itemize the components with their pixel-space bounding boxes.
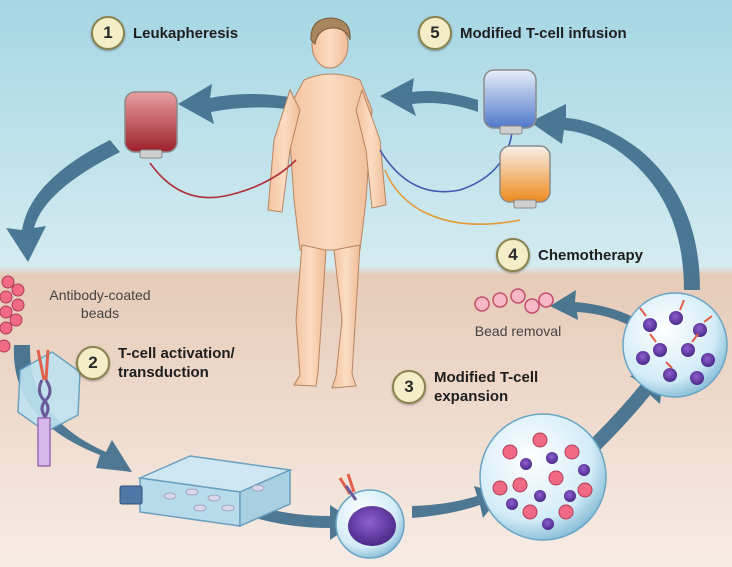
step-number-badge: 4 [496, 238, 530, 272]
patient-figure [267, 17, 387, 389]
expansion-sphere [479, 413, 607, 541]
arrow-bags-to-patient [380, 78, 478, 116]
step-number-badge: 5 [418, 16, 452, 50]
patient-torso [287, 73, 373, 251]
step-label: Leukapheresis [133, 24, 239, 42]
step-label: Modified T-cell expansion [434, 369, 539, 405]
step-number-badge: 1 [91, 16, 125, 50]
arrow-cell-to-sphere [412, 486, 502, 518]
arrow-bead-removal [550, 290, 635, 326]
patient-hair [310, 17, 351, 46]
chemotherapy-bag [499, 145, 551, 209]
step-label: Modified T-cell infusion [460, 24, 627, 42]
blood-line [149, 159, 297, 199]
step-chemotherapy: 4 Chemotherapy [496, 238, 643, 272]
arrow-patient-to-bag [178, 84, 295, 124]
arrow-bag-to-beads [6, 140, 120, 262]
patient-right-arm [355, 88, 387, 209]
antibody-beads-cluster [0, 275, 25, 353]
step-label: Chemotherapy [538, 246, 644, 264]
arrow-sphere-to-bags [530, 104, 700, 290]
car-receptor [36, 349, 52, 467]
step-number-badge: 3 [392, 370, 426, 404]
removed-beads [474, 288, 554, 314]
beads-annotation: Antibody-coated beads [49, 287, 151, 321]
step-tcell-expansion: 3 Modified T-cell expansion [392, 368, 538, 406]
activation-hexagon [17, 349, 81, 467]
patient-left-arm [267, 88, 301, 213]
step-modified-tcell-infusion: 5 Modified T-cell infusion [418, 16, 627, 50]
leukapheresis-bag [124, 91, 178, 159]
step-tcell-activation: 2 T-cell activation/ transduction [76, 344, 235, 382]
expanded-tcells-sphere [622, 292, 728, 398]
patient-left-leg [293, 244, 327, 387]
chemo-line [384, 169, 521, 226]
step-leukapheresis: 1 Leukapheresis [91, 16, 238, 50]
tcell-infusion-bag [483, 69, 537, 135]
patient-right-leg [331, 244, 361, 389]
modified-tcell [335, 473, 405, 559]
step-label: T-cell activation/ transduction [118, 345, 235, 381]
culture-flask [119, 455, 293, 528]
step-number-badge: 2 [76, 346, 110, 380]
bead-removal-annotation: Bead removal [474, 323, 562, 339]
